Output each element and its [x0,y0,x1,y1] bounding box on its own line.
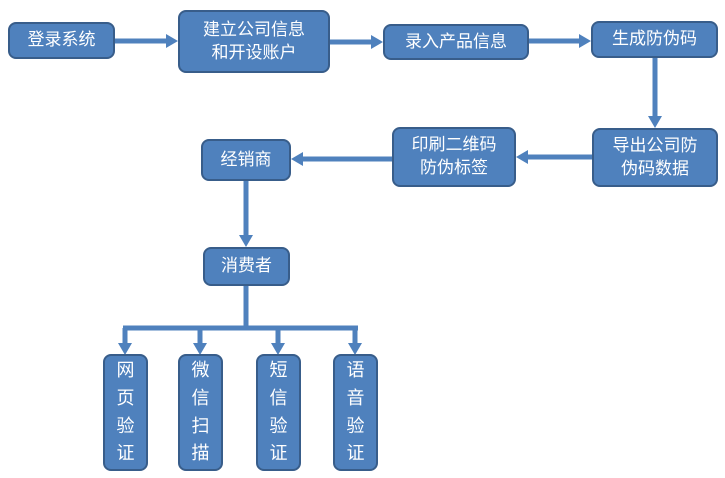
node-export-security-data: 导出公司防 伪码数据 [592,128,718,187]
arrow-print-to-distributor [291,152,392,166]
node-generate-security-code-label: 生成防伪码 [612,29,697,49]
node-verify-voice: 语音验证 [333,354,378,471]
node-login-system: 登录系统 [8,22,115,59]
line-consumer-to-branch [123,286,358,331]
node-enter-product-info-label: 录入产品信息 [405,31,507,51]
node-verify-wechat-label: 微信扫描 [191,359,210,464]
arrow-branch-to-voice [348,328,362,355]
arrow-login-to-create [115,34,178,48]
node-verify-wechat: 微信扫描 [178,354,223,471]
arrow-branch-to-wechat [193,328,207,355]
arrow-branch-to-web [118,328,132,355]
node-create-company-account: 建立公司信息 和开设账户 [178,10,330,73]
node-print-qr-label-label: 印刷二维码 防伪标签 [411,135,497,177]
node-print-qr-label: 印刷二维码 防伪标签 [392,127,516,187]
node-export-security-data-label: 导出公司防 伪码数据 [612,135,698,178]
arrow-generate-to-export [648,57,662,128]
arrow-product-to-generate [529,34,591,48]
arrow-distributor-to-consumer [239,181,253,247]
node-verify-web: 网页验证 [103,354,148,471]
node-enter-product-info: 录入产品信息 [383,24,529,60]
node-verify-web-label: 网页验证 [116,359,135,464]
node-consumer: 消费者 [203,247,290,286]
node-verify-sms-label: 短信验证 [269,359,288,464]
node-login-system-label: 登录系统 [27,30,96,50]
node-create-company-account-label: 建立公司信息 和开设账户 [203,19,305,62]
node-generate-security-code: 生成防伪码 [591,21,718,58]
node-verify-sms: 短信验证 [256,354,301,471]
node-consumer-label: 消费者 [221,256,272,276]
node-distributor: 经销商 [201,139,291,181]
arrow-export-to-print [516,150,592,164]
node-verify-voice-label: 语音验证 [346,359,365,464]
arrow-branch-to-sms [271,328,285,355]
arrow-create-to-product [330,35,383,49]
node-distributor-label: 经销商 [220,149,272,169]
